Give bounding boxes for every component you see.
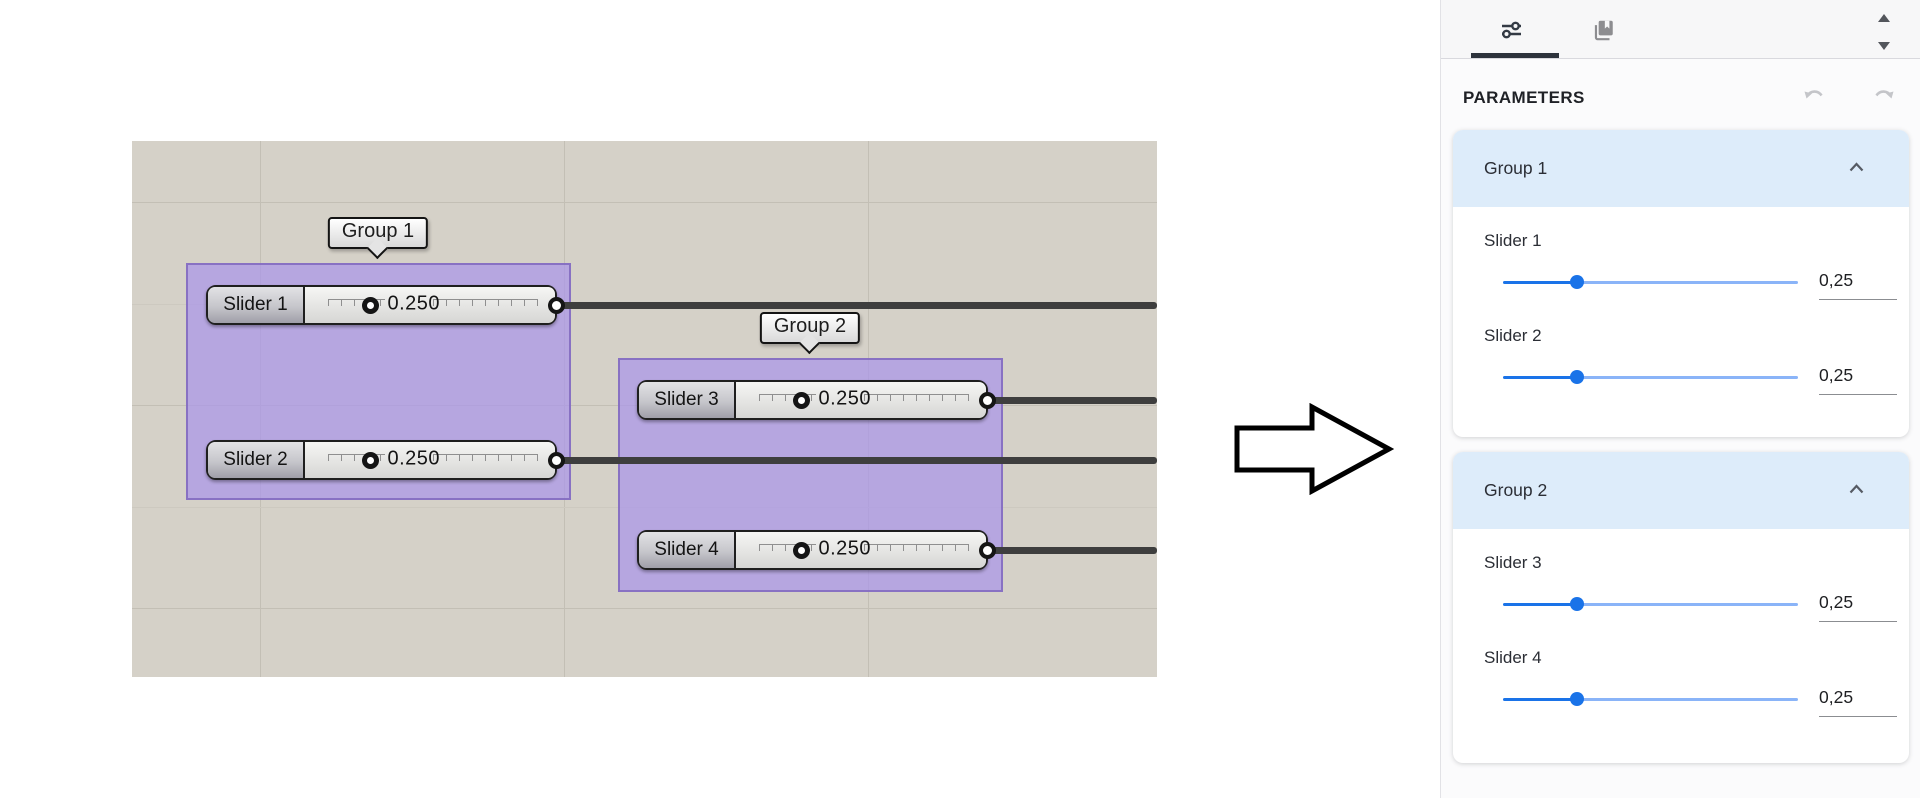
library-icon — [1594, 20, 1613, 41]
gh-slider-track[interactable]: 0.250 — [305, 442, 555, 478]
ruler-ticks — [758, 544, 816, 551]
ruler-ticks — [327, 454, 385, 461]
group-label-2[interactable]: Group 2 — [759, 312, 861, 355]
gh-slider-name: Slider 2 — [208, 442, 305, 478]
sliders-icon — [1502, 21, 1521, 39]
wire-slider-1[interactable] — [552, 302, 1157, 309]
param-slider-4[interactable] — [1503, 692, 1798, 706]
gh-slider-2[interactable]: Slider 2 0.250 — [206, 440, 565, 480]
group-label-text: Group 1 — [341, 220, 415, 242]
redo-button[interactable] — [1871, 84, 1897, 110]
param-group-card-2: Group 2 Slider 3 0,25 Slider 4 0,25 — [1453, 452, 1909, 763]
output-port[interactable] — [548, 452, 565, 469]
gh-slider-grip[interactable] — [793, 392, 810, 409]
grid-line — [132, 608, 1157, 609]
group-2-header[interactable]: Group 2 — [1453, 452, 1909, 529]
gh-slider-grip[interactable] — [362, 452, 379, 469]
output-port[interactable] — [548, 297, 565, 314]
param-slider-3[interactable] — [1503, 597, 1798, 611]
ruler-ticks — [863, 394, 969, 401]
ruler-ticks — [863, 544, 969, 551]
group-1-header[interactable]: Group 1 — [1453, 130, 1909, 207]
group-label-1[interactable]: Group 1 — [327, 217, 429, 260]
ruler-ticks — [758, 394, 816, 401]
gh-slider-name: Slider 3 — [639, 382, 736, 418]
gh-slider-track[interactable]: 0.250 — [736, 532, 986, 568]
gh-slider-3[interactable]: Slider 3 0.250 — [637, 380, 996, 420]
grasshopper-canvas[interactable]: Group 1 Group 2 Slider 1 0.250 Slider 2 … — [132, 141, 1157, 677]
param-value-input[interactable]: 0,25 — [1819, 687, 1897, 717]
tab-library[interactable] — [1577, 8, 1629, 52]
gh-slider-value: 0.250 — [818, 387, 872, 410]
param-slider-1[interactable] — [1503, 275, 1798, 289]
undo-icon — [1804, 90, 1823, 99]
group-2-title: Group 2 — [1484, 480, 1548, 500]
ruler-ticks — [327, 299, 385, 306]
param-value-input[interactable]: 0,25 — [1819, 365, 1897, 395]
ruler-ticks — [432, 454, 538, 461]
gh-slider-value: 0.250 — [818, 537, 872, 560]
slider-thumb[interactable] — [1569, 692, 1584, 706]
wire-slider-3[interactable] — [983, 397, 1157, 404]
scroll-down-icon[interactable] — [1878, 42, 1890, 50]
param-value: 0,25 — [1819, 687, 1854, 707]
wire-slider-2[interactable] — [552, 457, 1157, 464]
panel-title: PARAMETERS — [1463, 88, 1585, 107]
gh-slider-track[interactable]: 0.250 — [736, 382, 986, 418]
tab-parameters[interactable] — [1485, 8, 1537, 52]
slider-thumb[interactable] — [1569, 275, 1584, 289]
param-label: Slider 2 — [1484, 326, 1542, 345]
gh-slider-value: 0.250 — [387, 447, 441, 470]
param-value-input[interactable]: 0,25 — [1819, 592, 1897, 622]
param-group-card-1: Group 1 Slider 1 0,25 Slider 2 0,25 — [1453, 130, 1909, 437]
group-label-text: Group 2 — [773, 315, 847, 337]
active-tab-indicator — [1471, 53, 1559, 58]
parameters-panel: PARAMETERS Group 1 Slider 1 0,25 — [1440, 0, 1920, 798]
redo-icon — [1875, 90, 1894, 99]
gh-slider-grip[interactable] — [793, 542, 810, 559]
output-port[interactable] — [979, 392, 996, 409]
param-slider-2[interactable] — [1503, 370, 1798, 384]
param-label: Slider 4 — [1484, 648, 1542, 667]
param-label: Slider 3 — [1484, 553, 1542, 572]
gh-slider-grip[interactable] — [362, 297, 379, 314]
slider-thumb[interactable] — [1569, 597, 1584, 611]
param-value: 0,25 — [1819, 592, 1854, 612]
scroll-up-icon[interactable] — [1878, 14, 1890, 22]
right-arrow-icon — [1234, 403, 1394, 495]
output-port[interactable] — [979, 542, 996, 559]
gh-slider-value: 0.250 — [387, 292, 441, 315]
grid-line — [132, 202, 1157, 203]
param-label: Slider 1 — [1484, 231, 1542, 250]
gh-slider-name: Slider 4 — [639, 532, 736, 568]
gh-slider-track[interactable]: 0.250 — [305, 287, 555, 323]
undo-button[interactable] — [1801, 84, 1827, 110]
param-value-input[interactable]: 0,25 — [1819, 270, 1897, 300]
gh-slider-4[interactable]: Slider 4 0.250 — [637, 530, 996, 570]
chevron-up-icon[interactable] — [1848, 161, 1865, 173]
wire-slider-4[interactable] — [983, 547, 1157, 554]
gh-slider-1[interactable]: Slider 1 0.250 — [206, 285, 565, 325]
panel-tab-bar — [1441, 0, 1920, 59]
param-value: 0,25 — [1819, 270, 1854, 290]
group-1-title: Group 1 — [1484, 158, 1548, 178]
gh-slider-name: Slider 1 — [208, 287, 305, 323]
param-value: 0,25 — [1819, 365, 1854, 385]
slider-thumb[interactable] — [1569, 370, 1584, 384]
ruler-ticks — [432, 299, 538, 306]
chevron-up-icon[interactable] — [1848, 483, 1865, 495]
